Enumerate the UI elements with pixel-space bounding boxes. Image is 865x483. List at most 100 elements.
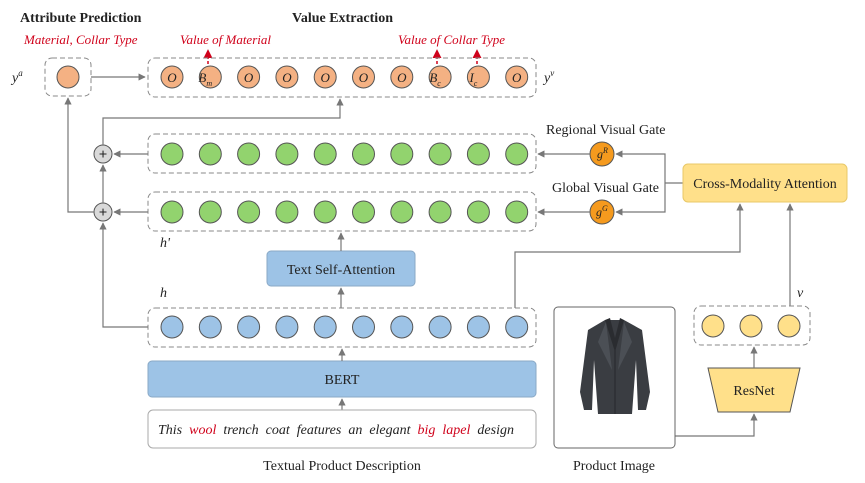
visual-feature-box [693,305,811,346]
tag-node [275,65,299,89]
h-prime-label: h' [160,236,171,251]
regional-hidden-node [505,142,529,166]
coat-image [580,318,650,414]
tag-label: Bm [198,70,212,88]
word: elegant [362,423,411,438]
v-label: v [797,286,804,301]
word: trench [216,423,258,438]
resnet-label: ResNet [733,384,774,399]
ya-label: ya [10,68,23,86]
regional-hidden-node [160,142,184,166]
cross-modality-attention-label: Cross-Modality Attention [693,177,837,192]
bert-hidden-node [198,315,222,339]
bert-hidden-node [160,315,184,339]
word: This [158,423,183,438]
global-gate-symbol: gG [596,204,608,219]
tag-label: O [244,70,254,85]
word: an [341,423,362,438]
bert-hidden-node [428,315,452,339]
visual-feature-node [777,314,801,338]
regional-hidden-node [275,142,299,166]
tag-node [352,65,375,89]
bert-hidden-node [390,315,414,339]
word: design [470,423,514,438]
attribute-node-box [44,57,92,97]
visual-feature-node [701,314,725,338]
word: coat [259,423,291,438]
regional-hidden-states [160,142,529,166]
tag-label: O [321,70,331,85]
text-input-caption: Textual Product Description [263,459,421,474]
regional-hidden-node [428,142,452,166]
tag-label: O [167,70,177,85]
bert-hidden-node [237,315,261,339]
tag-label: O [359,70,369,85]
tag-node [466,65,490,89]
global-hidden-node [198,200,222,224]
text-input-box [147,409,537,449]
value-of-collar-type-label: Value of Collar Type [398,32,505,47]
tag-sequence-box [147,57,537,98]
global-hidden-node [466,200,490,224]
regional-hidden-node [352,142,375,166]
text-self-attention-label: Text Self-Attention [287,263,395,278]
resnet-module [707,367,801,413]
regional-hidden-node [237,142,261,166]
product-description-sentence: This wool trench coat features an elegan… [158,423,514,438]
global-hidden-node [505,200,529,224]
bert-hidden-node [466,315,490,339]
global-hidden-node [313,200,337,224]
value-of-material-label: Value of Material [180,32,271,47]
h-label: h [160,286,167,301]
predicted-attributes: Material, Collar Type [23,32,138,47]
tag-node [198,65,222,89]
plus-sign-regional: + [99,147,108,163]
plus-sign-global: + [99,205,108,221]
global-hidden-node [390,200,414,224]
visual-features [701,314,801,338]
highlighted-word: wool [182,423,216,438]
tag-node [160,65,184,89]
tag-node [313,65,337,89]
regional-hidden-node [466,142,490,166]
highlighted-word: lapel [435,423,470,438]
global-hidden-node [160,200,184,224]
bert-hidden-node [313,315,337,339]
global-hidden-node [275,200,299,224]
tag-label: O [512,70,522,85]
attribute-node [56,65,80,89]
attribute-prediction-title: Attribute Prediction [20,11,142,26]
regional-gate-label: Regional Visual Gate [546,123,665,138]
highlighted-word: big [411,423,436,438]
text-to-cma-arrow [514,203,744,308]
regional-hidden-node [390,142,414,166]
yv-label: yv [542,68,554,86]
tag-label: O [282,70,292,85]
global-hidden-states [160,200,529,224]
global-gate-label: Global Visual Gate [552,181,659,196]
bert-hidden-states [160,315,529,339]
gate-connections [537,150,683,216]
bert-hidden-node [275,315,299,339]
regional-hidden-node [198,142,222,166]
global-hidden-node [352,200,375,224]
bert-hidden-node [352,315,375,339]
tag-node [505,65,529,89]
image-to-resnet-arrow [675,413,758,437]
bert-hidden-node [505,315,529,339]
bert-label: BERT [325,373,360,388]
word: features [290,423,342,438]
tag-node [237,65,261,89]
tag-label: Ic [468,70,477,88]
tag-label: Bc [429,70,441,88]
global-hidden-node [237,200,261,224]
visual-feature-node [739,314,763,338]
tag-node [390,65,414,89]
tag-node [428,65,452,89]
image-input-caption: Product Image [573,459,655,474]
cross-modality-attention-module [682,163,848,203]
regional-gate-symbol: gR [597,146,608,161]
value-extraction-title: Value Extraction [292,11,393,26]
